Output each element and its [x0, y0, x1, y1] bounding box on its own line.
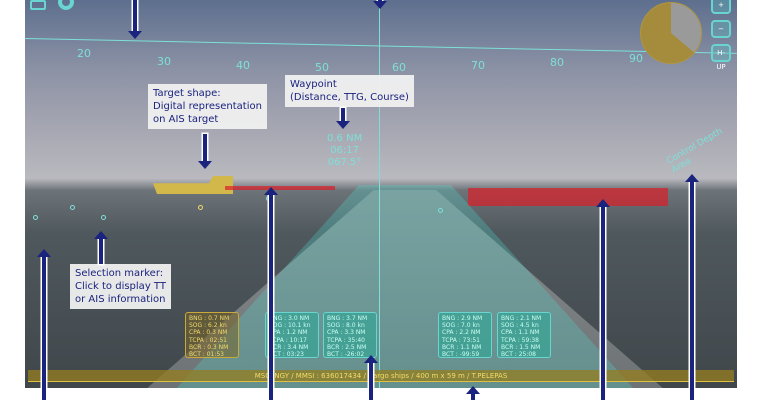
arrow-up-icon [264, 187, 278, 400]
target-line: SOG : 7.0 kn [442, 322, 480, 330]
zoom-in-button[interactable]: + [711, 0, 731, 14]
arrow-up-icon [37, 249, 51, 400]
callout-line: Selection marker: [75, 268, 164, 279]
course-corridor [175, 185, 635, 388]
mode-dial-icon[interactable] [58, 0, 74, 10]
h-up-button[interactable]: H-UP [711, 44, 731, 71]
target-line: CPA : 3.3 NM [327, 329, 366, 337]
target-line: CPA : 2.2 NM [442, 329, 481, 337]
target-line: SOG : 10.1 kn [269, 322, 311, 330]
target-line: BCR : 3.4 NM [269, 343, 309, 351]
scale-label: 60 [392, 61, 406, 74]
callout-line: or AIS information [75, 294, 166, 305]
selection-marker[interactable] [438, 208, 443, 213]
scale-label: 30 [157, 55, 171, 68]
target-line: BCT : -26:02 [327, 351, 365, 359]
target-line: BNG : 3.0 NM [269, 315, 310, 322]
scale-label: 70 [471, 59, 485, 72]
target-line: SOG : 8.0 kn [327, 322, 365, 330]
waypoint-ttg: 06:17 [330, 145, 360, 156]
callout-line: Waypoint [290, 79, 337, 90]
waypoint-course: 067.5° [327, 157, 362, 168]
callout-line: on AIS target [153, 114, 219, 125]
target-line: BNG : 0.7 NM [189, 315, 230, 322]
target-line: BNG : 2.9 NM [442, 315, 483, 322]
callout-selection-marker: Selection marker: Click to display TT or… [70, 264, 171, 309]
target-line: SOG : 4.5 kn [501, 322, 539, 330]
waypoint-readout: 0.6 NM 06:17 067.5° [327, 133, 362, 169]
target-line: TCPA : 10:17 [269, 336, 307, 344]
callout-line: (Distance, TTG, Course) [290, 92, 409, 103]
selection-marker-selected[interactable] [198, 205, 203, 210]
target-line: BCR : 1.5 NM [501, 343, 541, 351]
target-line: BCT : -99:59 [442, 351, 480, 359]
arrow-up-icon [94, 231, 108, 264]
menu-icon[interactable] [30, 0, 46, 10]
arrow-up-icon [364, 355, 378, 400]
scale-label: 50 [315, 61, 329, 74]
scale-label: 40 [236, 59, 250, 72]
target-line: TCPA : 35:40 [327, 336, 365, 344]
target-line: SOG : 6.2 kn [189, 322, 227, 330]
ar-camera-view: 20 30 40 50 60 70 80 90 + − H-UP 0.6 NM … [25, 0, 737, 388]
waypoint-distance: 0.6 NM [327, 133, 363, 144]
target-line: TCPA : 02:51 [189, 336, 227, 344]
callout-waypoint: Waypoint (Distance, TTG, Course) [285, 75, 414, 107]
selection-marker[interactable] [101, 215, 106, 220]
control-depth-area-shape [468, 188, 668, 206]
target-line: BNG : 3.7 NM [327, 315, 368, 322]
target-line: BCT : 03:23 [269, 351, 304, 359]
callout-target-shape: Target shape: Digital representation on … [148, 84, 267, 129]
callout-line: Digital representation [153, 101, 262, 112]
target-line: CPA : 0.3 NM [189, 329, 228, 337]
target-line: BCR : 2.5 NM [327, 343, 367, 351]
arrow-down-icon [336, 108, 350, 129]
heading-line [379, 0, 380, 388]
target-line: CPA : 1.2 NM [269, 329, 308, 337]
scale-label: 20 [77, 47, 91, 60]
target-line: BCT : 25:08 [501, 351, 536, 359]
radar-minimap[interactable] [640, 2, 702, 64]
arrow-up-icon [466, 386, 480, 400]
scale-label: 90 [629, 52, 643, 65]
target-line: BCR : 1.1 NM [442, 343, 482, 351]
zoom-out-button[interactable]: − [711, 20, 731, 38]
ais-target-shape[interactable] [153, 176, 233, 194]
arrow-up-icon [685, 174, 699, 400]
callout-line: Click to display TT [75, 281, 166, 292]
selection-marker[interactable] [70, 205, 75, 210]
target-line: BCR : 0.3 NM [189, 343, 229, 351]
arrow-down-icon [128, 0, 142, 39]
target-line: TCPA : 73:51 [442, 336, 480, 344]
danger-area [225, 186, 335, 190]
arrow-down-icon [373, 0, 387, 9]
target-line: BCT : 01:53 [189, 351, 224, 359]
callout-line: Target shape: [153, 88, 221, 99]
target-line: TCPA : 59:38 [501, 336, 539, 344]
scale-label: 80 [550, 56, 564, 69]
arrow-up-icon [596, 199, 610, 400]
target-line: BNG : 2.1 NM [501, 315, 542, 322]
control-depth-area-label: Control Depth Area [665, 126, 725, 176]
selection-marker[interactable] [33, 215, 38, 220]
target-line: CPA : 1.1 NM [501, 329, 540, 337]
target-info-bar: MSC INGY / MMSI : 636017434 / Cargo ship… [28, 370, 734, 382]
arrow-down-icon [198, 134, 212, 169]
